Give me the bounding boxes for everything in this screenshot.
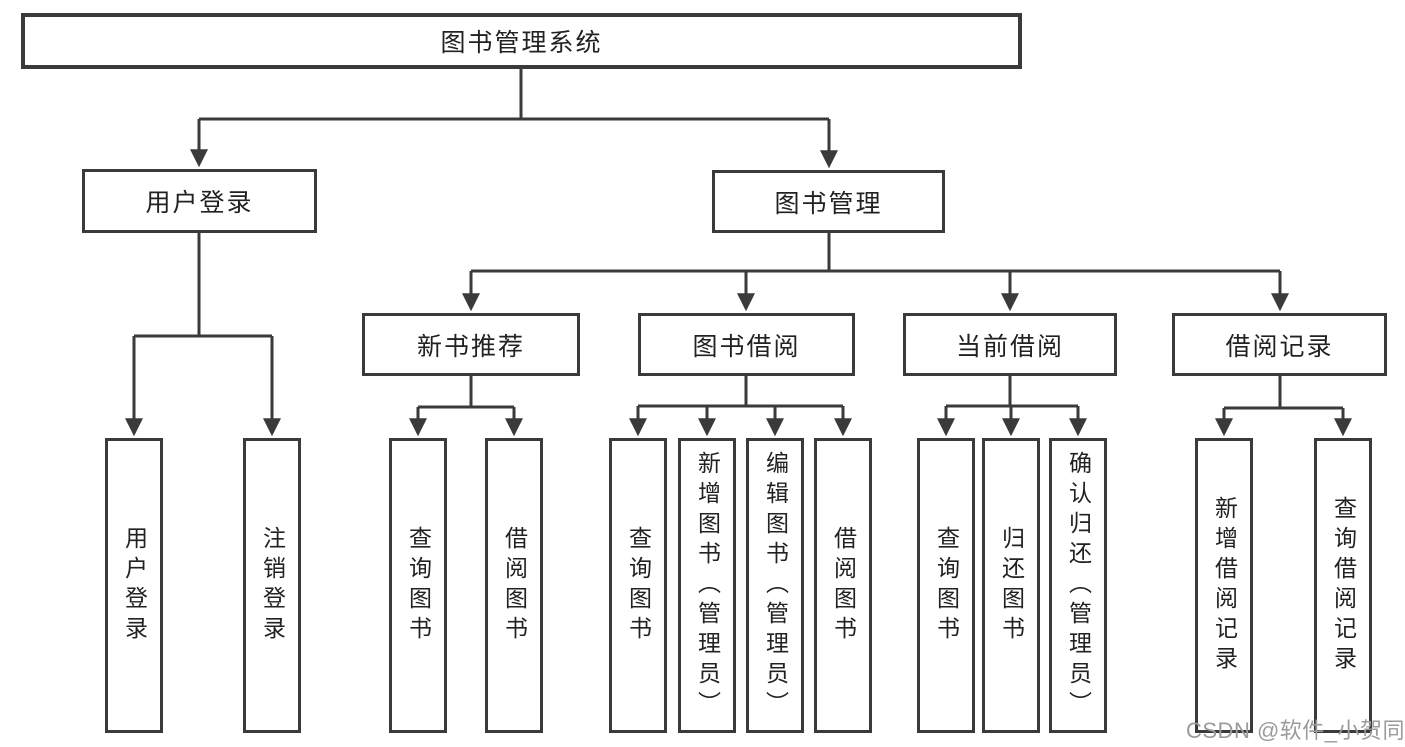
node-root-system: 图书管理系统 — [21, 13, 1022, 69]
leaf-query-borrow-record: 查询借阅记录 — [1314, 438, 1372, 733]
node-branch-user-login: 用户登录 — [82, 169, 317, 233]
node-branch-book-management: 图书管理 — [712, 170, 945, 233]
leaf-query-books-recommend: 查询图书 — [389, 438, 447, 733]
leaf-return-book: 归还图书 — [982, 438, 1040, 733]
leaf-query-books-borrow: 查询图书 — [609, 438, 667, 733]
leaf-confirm-return-admin: 确认归还（管理员） — [1049, 438, 1107, 733]
leaf-add-book-admin: 新增图书（管理员） — [678, 438, 736, 733]
leaf-borrow-books-borrow: 借阅图书 — [814, 438, 872, 733]
leaf-logout: 注销登录 — [243, 438, 301, 733]
leaf-borrow-books-recommend: 借阅图书 — [485, 438, 543, 733]
node-section-current-borrow: 当前借阅 — [903, 313, 1117, 376]
watermark: CSDN @软件_小贺同学 — [1186, 718, 1405, 743]
leaf-user-login: 用户登录 — [105, 438, 163, 733]
node-section-book-borrow: 图书借阅 — [638, 313, 855, 376]
node-section-new-book-recommend: 新书推荐 — [362, 313, 580, 376]
leaf-edit-book-admin: 编辑图书（管理员） — [746, 438, 804, 733]
leaf-query-books-current: 查询图书 — [917, 438, 975, 733]
leaf-add-borrow-record: 新增借阅记录 — [1195, 438, 1253, 733]
node-section-borrow-records: 借阅记录 — [1172, 313, 1387, 376]
